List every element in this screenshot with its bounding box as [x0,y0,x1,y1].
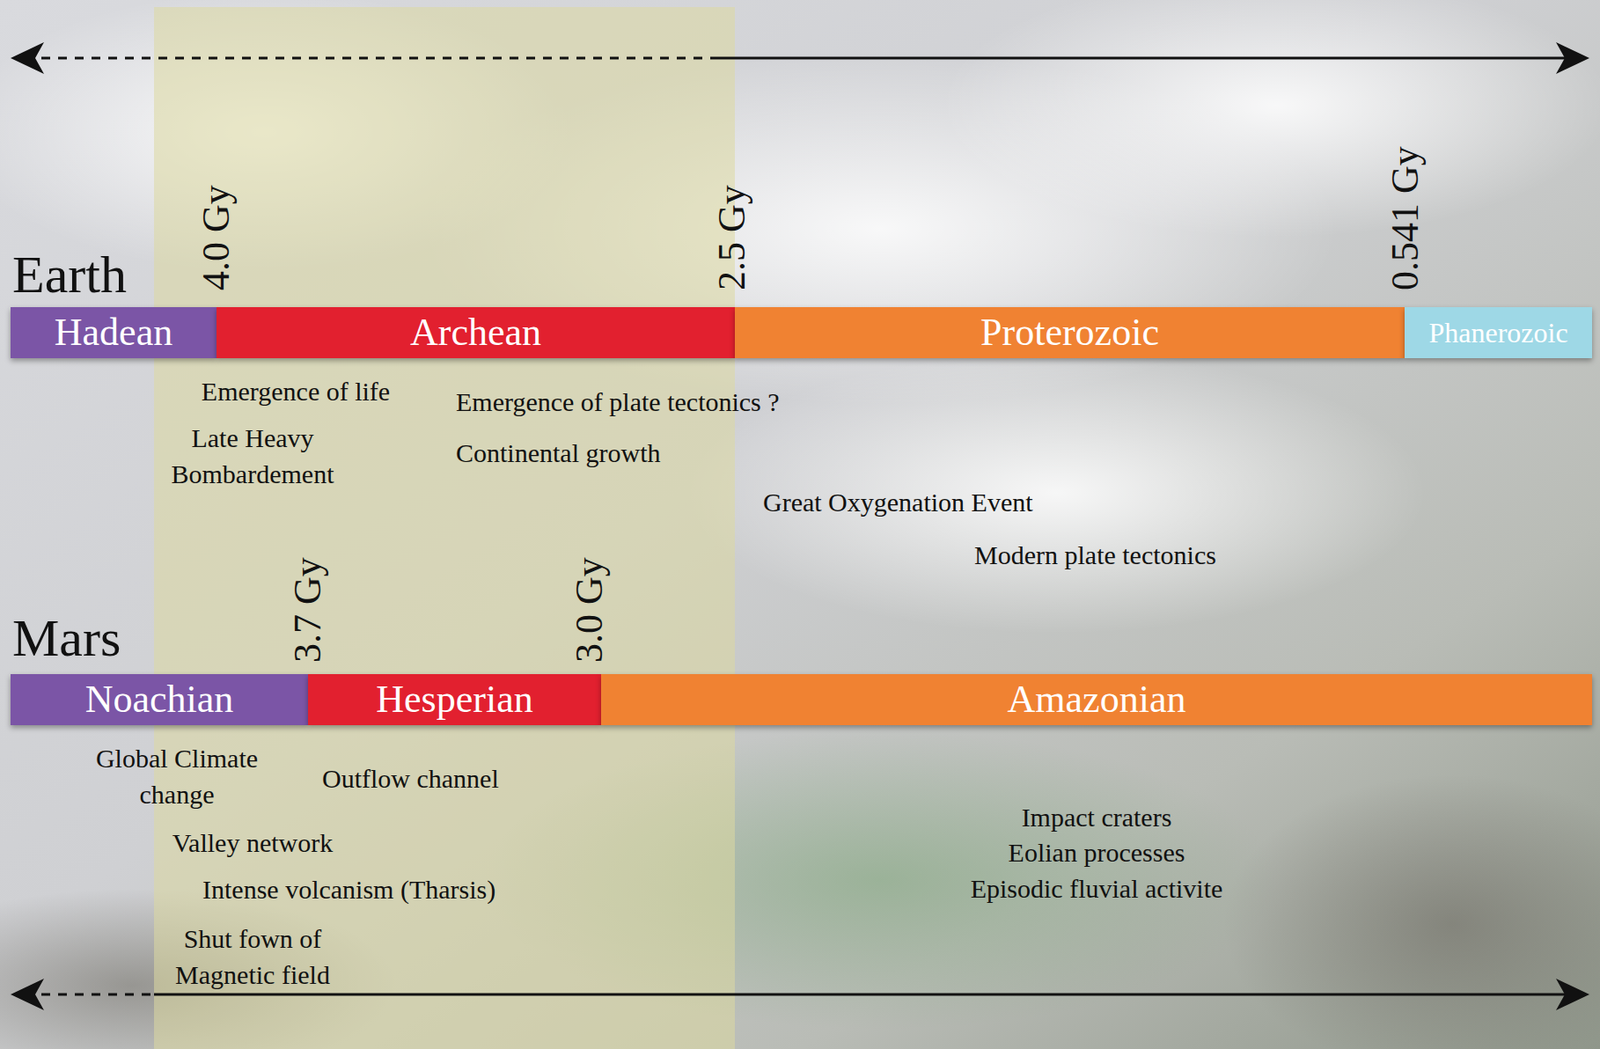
event-note: Emergence of life [201,374,390,411]
time-arrow [24,58,1576,995]
era-band: Proterozoic [734,307,1405,359]
highlight-band [154,7,735,1049]
event-note: Late Heavy Bombardement [138,420,367,492]
era-name: Archean [410,313,542,353]
arrow-heads [10,42,1590,1011]
event-note: Emergence of plate tectonics ? [455,384,780,421]
age-label: 3.7 Gy [288,557,328,663]
era-band: Noachian [10,674,309,726]
planet-name: Earth [12,248,127,301]
event-note: Modern plate tectonics [974,537,1217,574]
event-note: Shut fown of Magnetic field [146,921,359,993]
era-band: Archean [216,307,735,359]
event-note: Impact craters [1021,800,1173,837]
age-label: 2.5 Gy [712,184,752,291]
event-note: Continental growth [455,435,661,472]
era-name: Hesperian [375,680,533,720]
event-note: Valley network [172,825,333,862]
era-name: Noachian [85,680,235,720]
era-name: Phanerozoic [1428,318,1568,347]
era-band: Phanerozoic [1404,307,1593,359]
event-note: Eolian processes [1008,835,1186,872]
era-name: Proterozoic [980,313,1160,353]
event-note: Intense volcanism (Tharsis) [202,872,496,909]
event-note: Great Oxygenation Event [763,484,1034,522]
era-name: Amazonian [1007,680,1187,720]
age-label: 4.0 Gy [197,184,236,291]
era-band: Hadean [10,307,217,359]
age-label: 0.541 Gy [1386,146,1425,291]
planet-name: Mars [12,611,121,665]
era-band: Hesperian [308,674,602,726]
event-note: Episodic fluvial activite [970,871,1224,908]
event-note: Global Climate change [62,741,292,813]
age-label: 3.0 Gy [570,557,610,663]
event-note: Outflow channel [322,761,500,798]
era-name: Hadean [54,313,173,353]
era-band: Amazonian [601,674,1593,726]
